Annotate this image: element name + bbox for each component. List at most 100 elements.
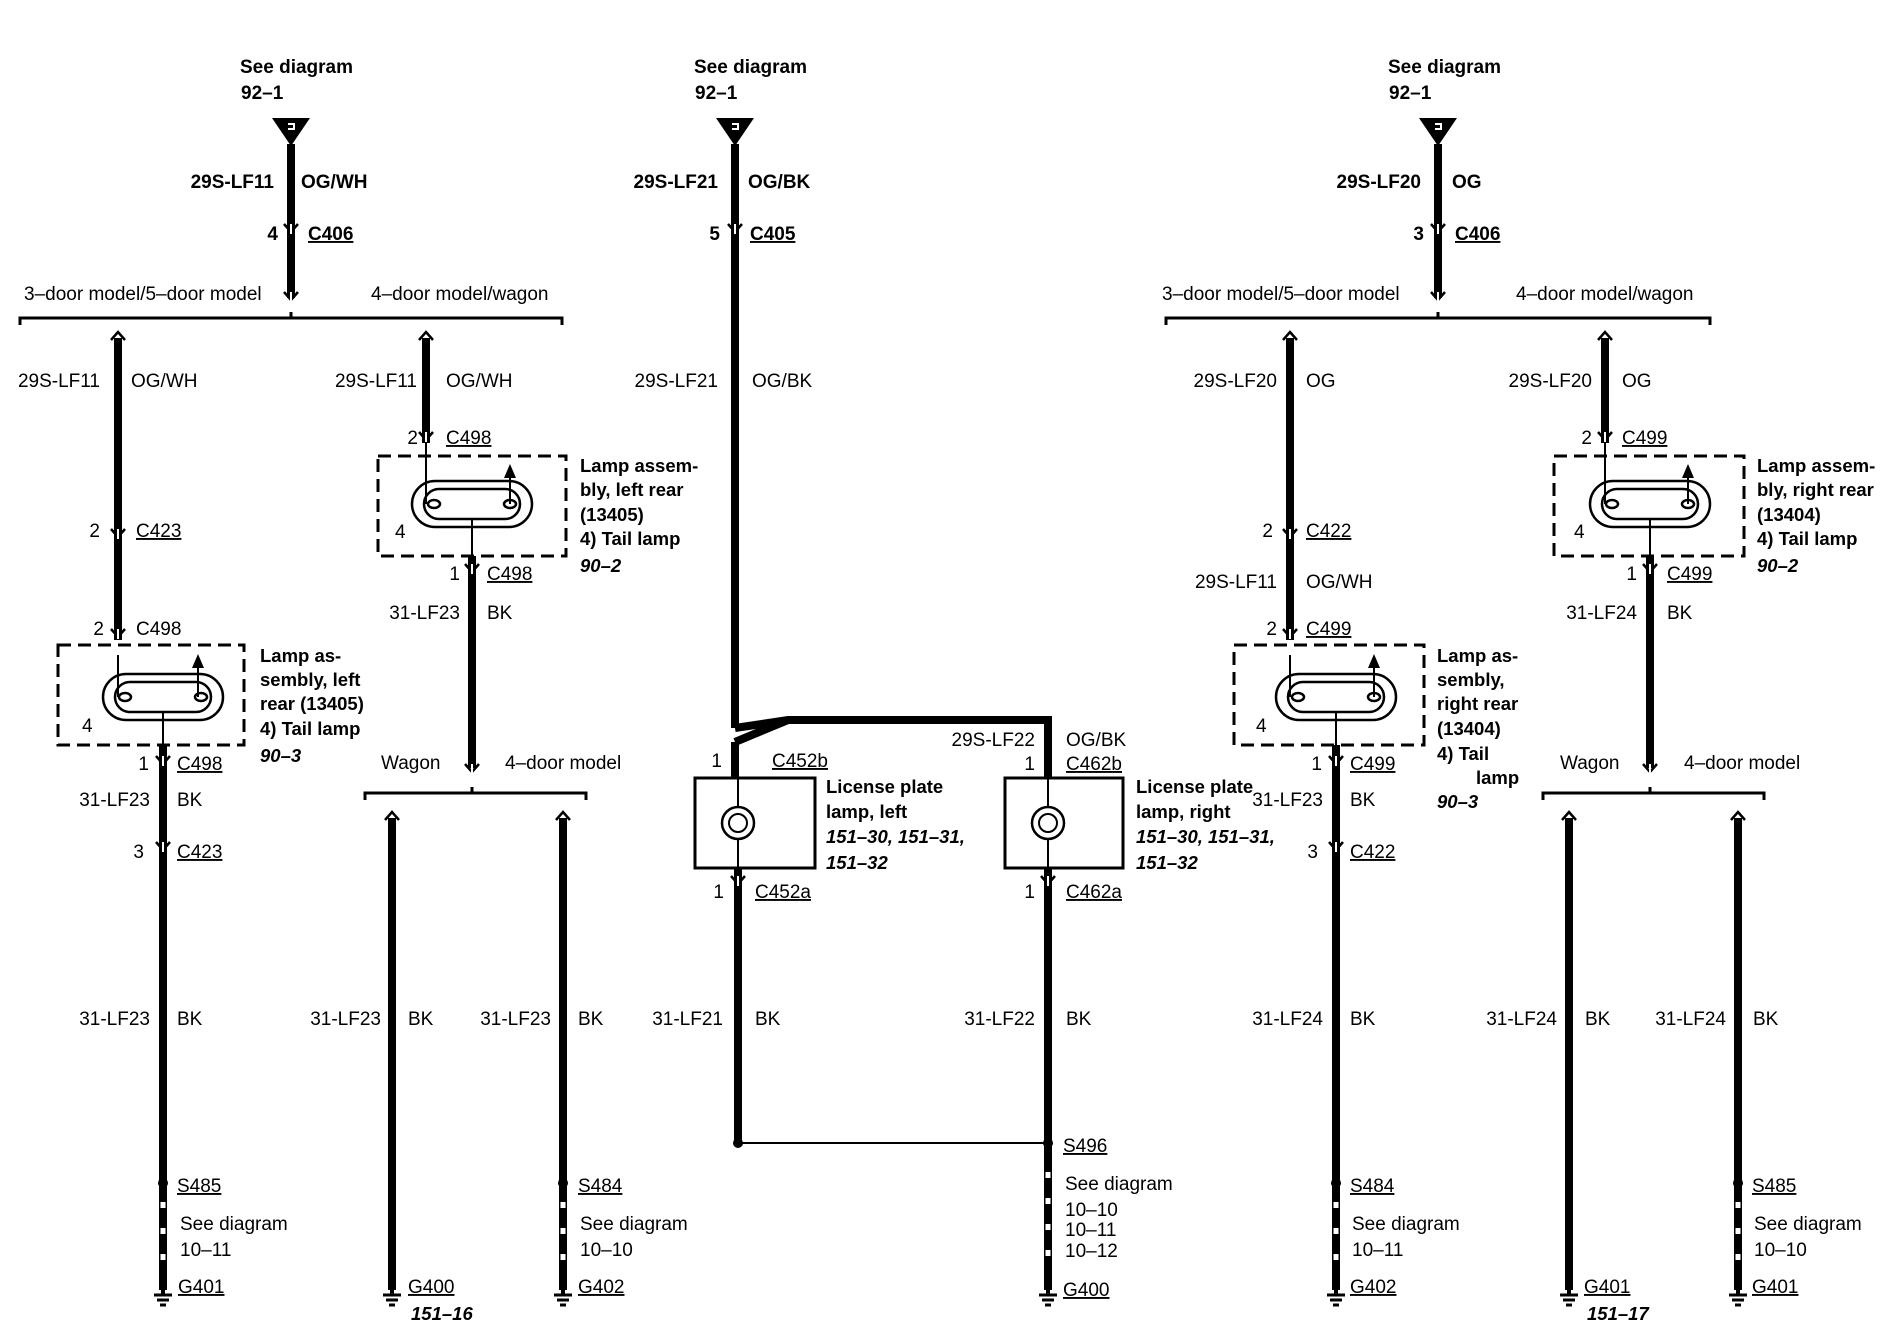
col3-splice: S484 [1350, 1176, 1395, 1197]
center-left-label-1: License plate [826, 776, 943, 797]
ref-center: See diagram 92–1 [694, 57, 807, 147]
center-splice-ref-a: 10–10 [1065, 1200, 1118, 1221]
col1-splice-ref1: See diagram [180, 1214, 288, 1235]
col3-pin-d: 3 [1307, 842, 1318, 863]
col2-conn-a: C498 [446, 428, 491, 449]
col1-color: OG/WH [131, 371, 198, 392]
column-right-wagon-lamp: 29S-LF20 OG 2 C499 4 Lamp assem- bly, ri… [1486, 330, 1875, 1324]
col4-lamp-label-2: bly, right rear [1757, 479, 1874, 500]
col1-lamp-pin: 4 [82, 716, 93, 737]
col1-lamp-label-1: Lamp as- [260, 645, 341, 666]
col3-lamp-label-5: 4) Tail [1437, 743, 1489, 764]
col1-pin-b: 2 [93, 619, 104, 640]
col1-circuit3: 31-LF23 [79, 1009, 150, 1030]
col2-lamp-label-3: (13405) [580, 504, 644, 525]
col3-splice-ref2: 10–11 [1352, 1240, 1403, 1261]
col3-conn-b: C499 [1306, 619, 1351, 640]
col3-color-b: OG/WH [1306, 572, 1373, 593]
ref-center-line2: 92–1 [695, 83, 738, 104]
center-right-color: OG/BK [1066, 730, 1127, 751]
col3-color2: BK [1350, 790, 1376, 811]
col1-color3: BK [177, 1009, 203, 1030]
col3-lamp-pin: 4 [1256, 716, 1267, 737]
center-color: OG/BK [752, 371, 813, 392]
col1-lamp-label-3: rear (13405) [260, 693, 364, 714]
center-left-color: BK [755, 1009, 781, 1030]
col1-conn-d: C423 [177, 842, 222, 863]
center-right-circuit: 29S-LF22 [952, 730, 1035, 751]
col3-lamp-box [1232, 643, 1426, 747]
center-circuit: 29S-LF21 [635, 371, 718, 392]
col2-door-splice: S484 [578, 1176, 623, 1197]
ground-g401-right-icon [1727, 1285, 1749, 1307]
col4-lamp-ref: 90–2 [1757, 555, 1799, 576]
col1-lamp-ref: 90–3 [260, 745, 302, 766]
col2-door-color: BK [578, 1009, 604, 1030]
top-left-color: OG/WH [301, 172, 368, 193]
col4-circuit2: 31-LF24 [1566, 603, 1637, 624]
center-left-ref-1: 151–30, 151–31, [826, 826, 965, 847]
top-center-connector: C405 [750, 224, 796, 245]
ground-g402-right-icon [1325, 1285, 1347, 1307]
col4-conn-b: C499 [1667, 564, 1712, 585]
col3-conn-c: C499 [1350, 754, 1395, 775]
center-right-pin: 1 [1024, 754, 1035, 775]
ref-right-line1: See diagram [1388, 57, 1501, 78]
col2-pin-a: 2 [407, 428, 418, 449]
col4-lamp-label-4: 4) Tail lamp [1757, 528, 1857, 549]
col4-color2: BK [1667, 603, 1693, 624]
col4-door-color: BK [1753, 1009, 1779, 1030]
col3-circuit2: 31-LF23 [1252, 790, 1323, 811]
col4-conn-a: C499 [1622, 428, 1667, 449]
col3-color3: BK [1350, 1009, 1376, 1030]
col4-lamp-label-3: (13404) [1757, 504, 1821, 525]
split-wagon-right: Wagon [1560, 753, 1620, 774]
top-center-color: OG/BK [748, 172, 811, 193]
ref-left-line2: 92–1 [241, 83, 284, 104]
col4-wagon-ground-ref: 151–17 [1587, 1303, 1650, 1324]
col3-lamp-label-1: Lamp as- [1437, 645, 1518, 666]
col3-circuit-b: 29S-LF11 [1195, 572, 1277, 593]
col1-pin-a: 2 [89, 521, 100, 542]
col2-conn-b: C498 [487, 564, 532, 585]
ref-left-line1: See diagram [240, 57, 353, 78]
col1-conn-c: C498 [177, 754, 222, 775]
col4-wagon-ground: G401 [1584, 1277, 1630, 1298]
col3-lamp-label-3: right rear [1437, 693, 1518, 714]
ground-g400-wagon-icon [381, 1285, 403, 1307]
col4-pin-a: 2 [1581, 428, 1592, 449]
center-splice: S496 [1063, 1136, 1107, 1157]
ref-right: See diagram 92–1 [1388, 57, 1501, 147]
center-right-circuit2: 31-LF22 [964, 1009, 1035, 1030]
center-right-conn: C462b [1066, 754, 1122, 775]
ground-g400-center-icon [1037, 1285, 1059, 1307]
center-right-conn2: C462a [1066, 882, 1122, 903]
split-right-b: 4–door model/wagon [1516, 284, 1693, 305]
top-right-pin: 3 [1413, 224, 1424, 245]
ground-g402-left-icon [552, 1285, 574, 1307]
split-wagon-left: Wagon [381, 753, 441, 774]
ground-g401-left-icon [152, 1285, 174, 1307]
col3-pin-a: 2 [1262, 521, 1273, 542]
col4-wagon-circuit: 31-LF24 [1486, 1009, 1557, 1030]
col4-lamp-pin: 4 [1574, 522, 1585, 543]
col3-lamp-label-2: sembly, [1437, 669, 1505, 690]
col1-circuit2: 31-LF23 [79, 790, 150, 811]
center-left-ref-2: 151–32 [826, 852, 888, 873]
col3-ground: G402 [1350, 1277, 1396, 1298]
col3-circuit: 29S-LF20 [1194, 371, 1277, 392]
col3-lamp-label-4: (13404) [1437, 718, 1501, 739]
col4-lamp-label-1: Lamp assem- [1757, 455, 1875, 476]
col2-lamp-pin: 4 [395, 522, 406, 543]
center-left-conn: C452b [772, 751, 828, 772]
center-license-lamps: 1 C452b 29S-LF22 OG/BK 1 C462b License p… [652, 716, 1275, 1307]
column-left-lamp: 29S-LF11 OG/WH 2 C423 2 C498 4 Lamp as- … [18, 330, 364, 1307]
col2-wagon-ground-ref: 151–16 [411, 1303, 473, 1324]
ref-left: See diagram 92–1 [240, 57, 353, 147]
top-left-circuit: 29S-LF11 [191, 172, 275, 193]
center-right-ref-1: 151–30, 151–31, [1136, 826, 1275, 847]
col3-color: OG [1306, 371, 1336, 392]
col2-circuit: 29S-LF11 [335, 371, 417, 392]
col2-color: OG/WH [446, 371, 513, 392]
top-left-connector: C406 [308, 224, 353, 245]
